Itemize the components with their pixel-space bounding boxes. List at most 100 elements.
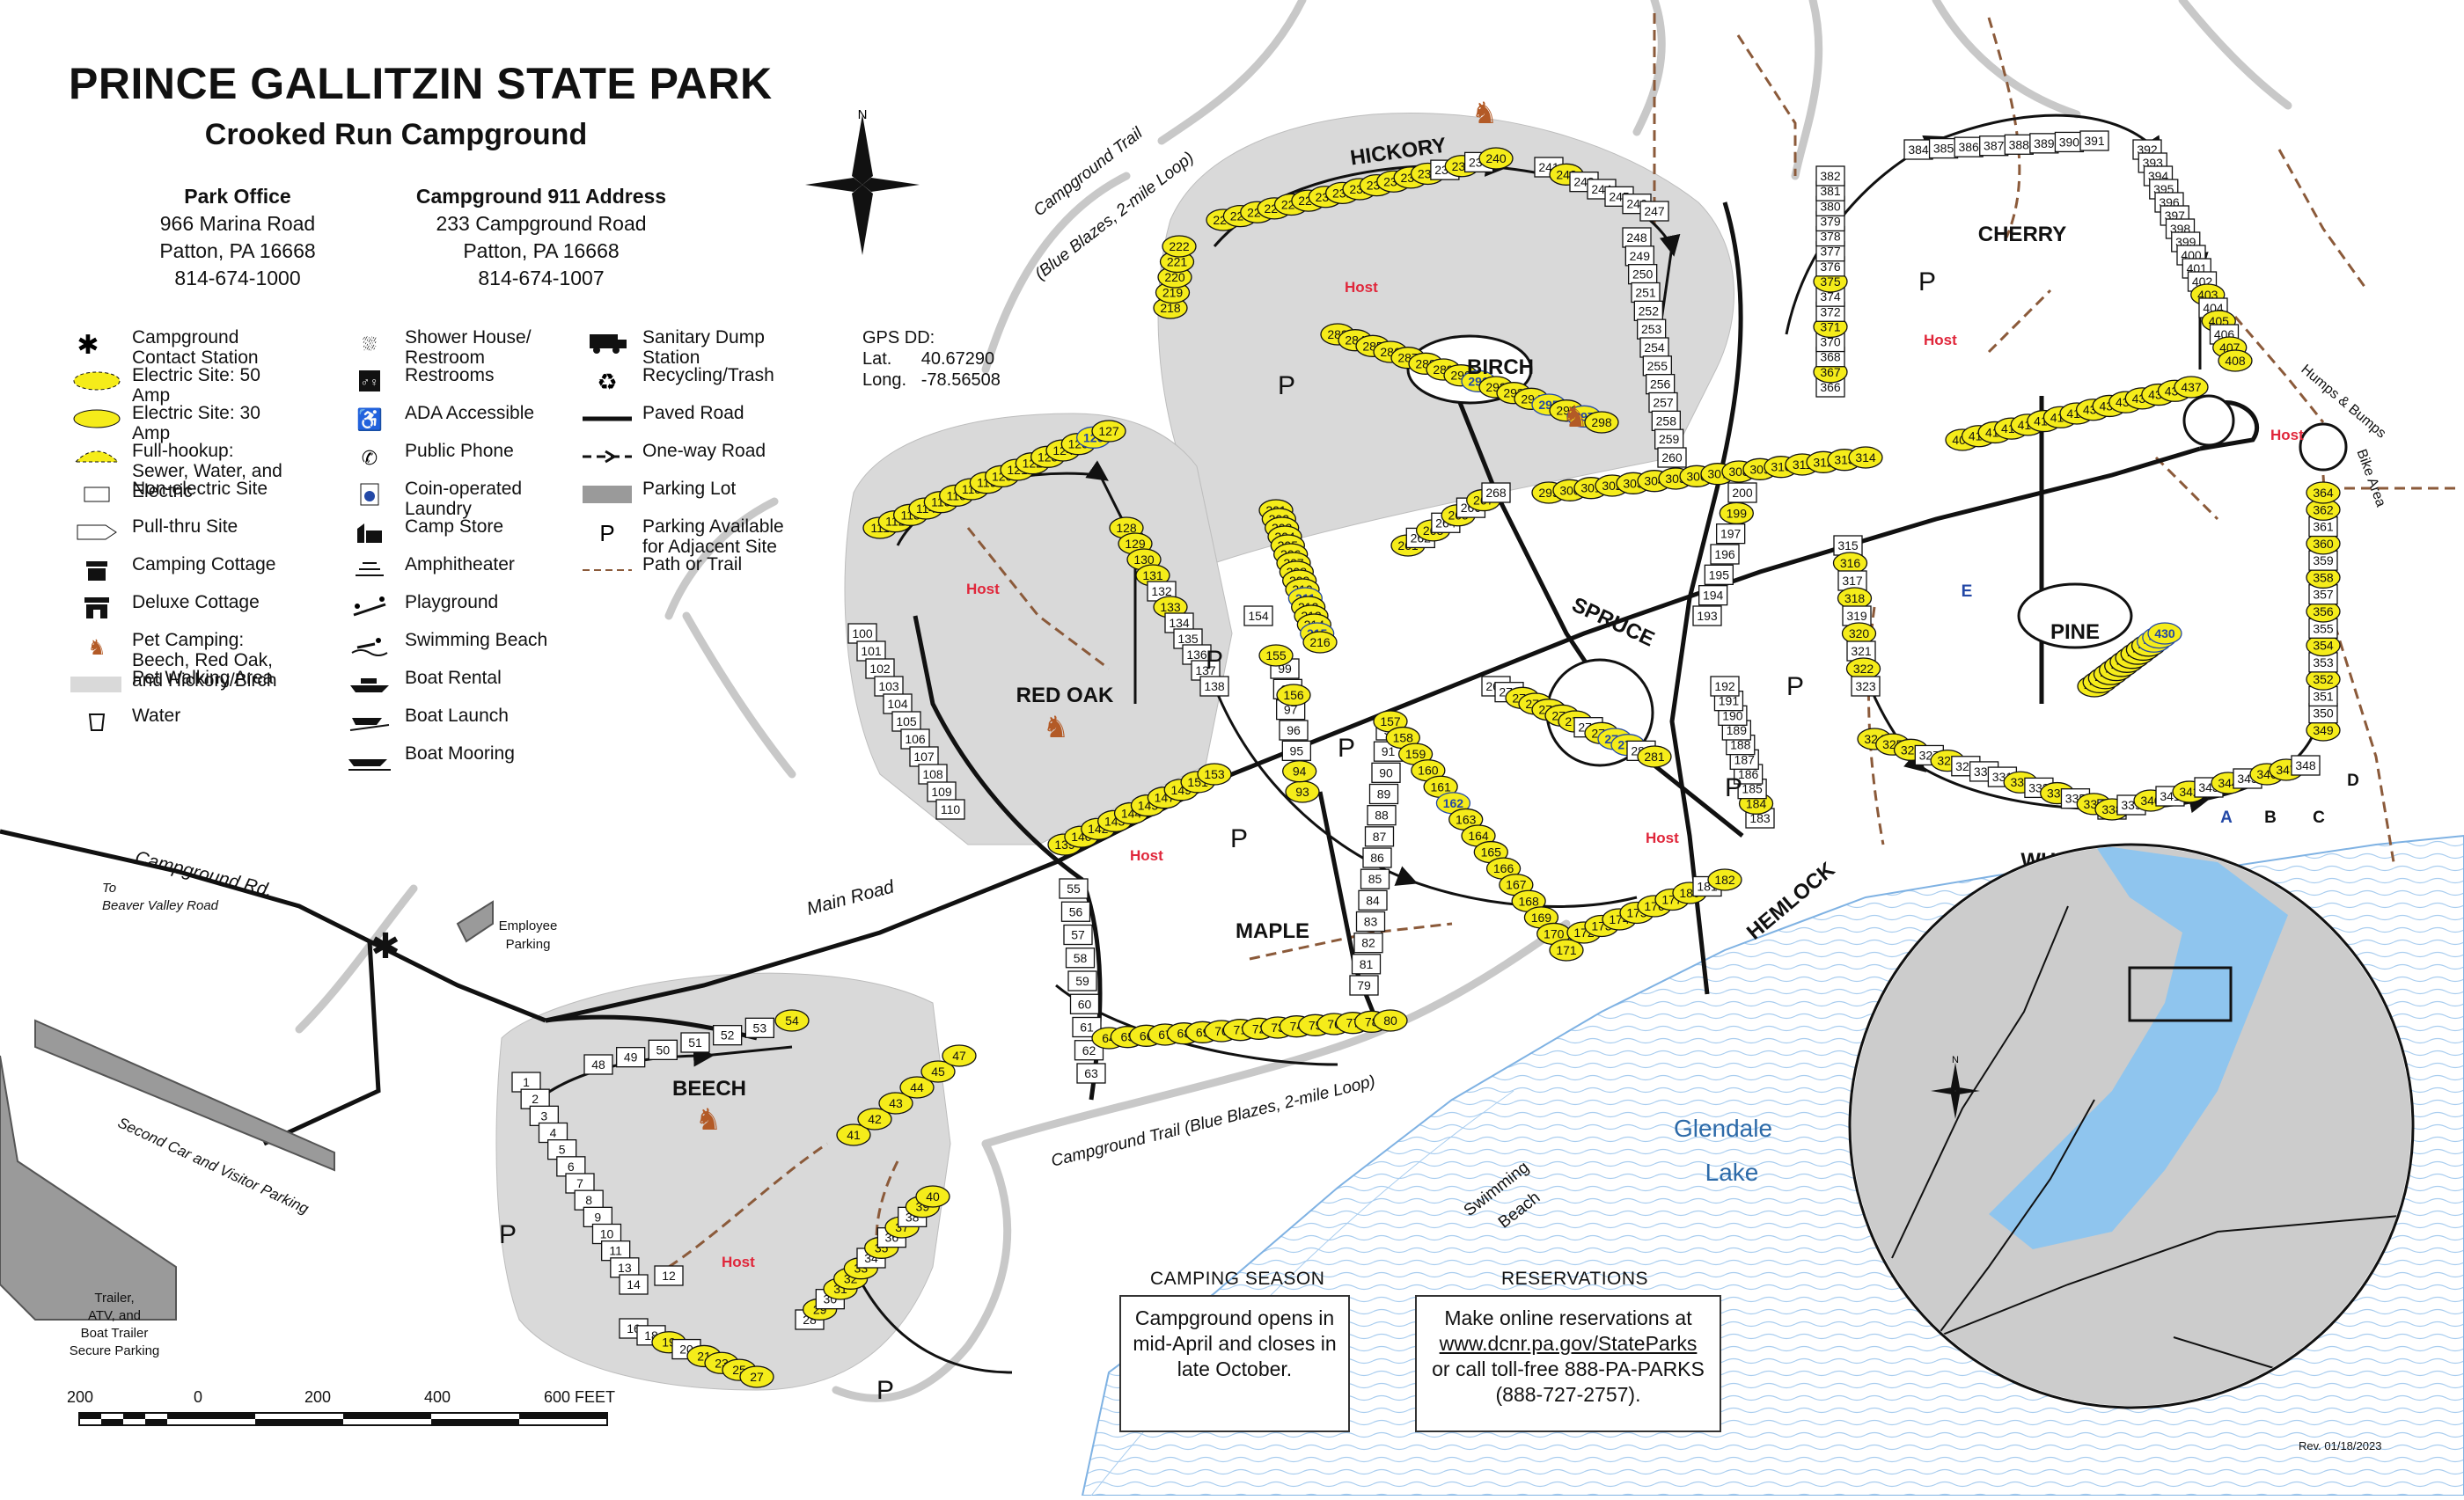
campsite-162[interactable]: 162 [1435,792,1471,815]
campsite-107[interactable]: 107 [909,746,939,767]
campsite-47[interactable]: 47 [942,1044,977,1067]
campsite-137[interactable]: 137 [1191,660,1221,681]
campsite-222[interactable]: 222 [1162,235,1197,258]
campsite-252[interactable]: 252 [1633,300,1663,321]
campsite-355[interactable]: 355 [2308,618,2338,639]
campsite-58[interactable]: 58 [1065,948,1096,969]
campsite-13[interactable]: 13 [610,1257,640,1278]
campsite-386[interactable]: 386 [1954,136,1984,157]
campsite-247[interactable]: 247 [1639,201,1669,222]
campsite-388[interactable]: 388 [2004,134,2034,155]
campsite-53[interactable]: 53 [744,1017,774,1038]
campsite-109[interactable]: 109 [927,781,957,802]
campsite-106[interactable]: 106 [900,728,930,750]
campsite-169[interactable]: 169 [1523,906,1559,929]
campsite-102[interactable]: 102 [865,658,895,679]
campsite-110[interactable]: 110 [935,799,965,820]
campsite-84[interactable]: 84 [1358,889,1388,911]
campsite-370[interactable]: 370 [1815,331,1845,353]
campsite-216[interactable]: 216 [1302,631,1338,654]
campsite-49[interactable]: 49 [616,1047,646,1068]
campsite-60[interactable]: 60 [1069,993,1100,1014]
campsite-349[interactable]: 349 [2306,719,2341,742]
campsite-382[interactable]: 382 [1815,165,1845,187]
campsite-199[interactable]: 199 [1719,501,1754,524]
campsite-195[interactable]: 195 [1704,564,1734,585]
campsite-51[interactable]: 51 [680,1032,710,1053]
campsite-281[interactable]: 281 [1637,745,1672,768]
campsite-80[interactable]: 80 [1373,1009,1408,1032]
campsite-171[interactable]: 171 [1549,939,1584,962]
campsite-254[interactable]: 254 [1639,337,1669,358]
campsite-96[interactable]: 96 [1279,720,1309,741]
campsite-108[interactable]: 108 [918,764,948,785]
campsite-40[interactable]: 40 [915,1185,950,1208]
campsite-348[interactable]: 348 [2291,755,2321,776]
campsite-105[interactable]: 105 [891,711,921,732]
campsite-360[interactable]: 360 [2306,532,2341,555]
campsite-385[interactable]: 385 [1928,137,1959,159]
campsite-196[interactable]: 196 [1710,544,1740,565]
campsite-127[interactable]: 127 [1091,420,1126,443]
campsite-103[interactable]: 103 [874,676,904,697]
campsite-257[interactable]: 257 [1648,391,1678,413]
campsite-362[interactable]: 362 [2306,498,2341,521]
campsite-240[interactable]: 240 [1478,147,1514,170]
campsite-359[interactable]: 359 [2308,550,2338,571]
campsite-81[interactable]: 81 [1351,954,1382,975]
campsite-320[interactable]: 320 [1841,622,1877,645]
campsite-27[interactable]: 27 [739,1365,774,1388]
campsite-56[interactable]: 56 [1060,901,1091,922]
campsite-197[interactable]: 197 [1716,523,1746,545]
campsite-390[interactable]: 390 [2054,131,2085,153]
campsite-166[interactable]: 166 [1485,857,1522,880]
campsite-87[interactable]: 87 [1364,826,1395,847]
campsite-356[interactable]: 356 [2306,600,2341,623]
campsite-57[interactable]: 57 [1063,924,1093,946]
campsite-95[interactable]: 95 [1281,740,1311,761]
campsite-316[interactable]: 316 [1832,552,1868,574]
campsite-90[interactable]: 90 [1371,762,1401,783]
campsite-138[interactable]: 138 [1199,676,1229,697]
campsite-101[interactable]: 101 [856,640,886,662]
campsite-158[interactable]: 158 [1385,726,1420,750]
campsite-374[interactable]: 374 [1815,286,1845,307]
campsite-258[interactable]: 258 [1651,410,1681,431]
campsite-387[interactable]: 387 [1979,135,2009,157]
campsite-82[interactable]: 82 [1353,933,1383,954]
campsite-389[interactable]: 389 [2029,133,2059,154]
campsite-268[interactable]: 268 [1481,482,1511,503]
campsite-104[interactable]: 104 [883,693,913,714]
campsite-44[interactable]: 44 [899,1076,935,1099]
campsite-391[interactable]: 391 [2079,130,2109,151]
campsite-168[interactable]: 168 [1511,889,1546,912]
campsite-45[interactable]: 45 [920,1060,956,1083]
campsite-351[interactable]: 351 [2308,685,2338,707]
campsite-200[interactable]: 200 [1727,482,1757,503]
campsite-194[interactable]: 194 [1698,585,1728,606]
campsite-350[interactable]: 350 [2308,703,2338,724]
campsite-167[interactable]: 167 [1499,874,1534,896]
campsite-255[interactable]: 255 [1642,355,1672,377]
campsite-192[interactable]: 192 [1710,676,1740,697]
campsite-63[interactable]: 63 [1076,1063,1106,1084]
campsite-12[interactable]: 12 [654,1265,684,1286]
campsite-170[interactable]: 170 [1536,922,1572,946]
campsite-437[interactable]: 437 [2174,376,2209,399]
campsite-54[interactable]: 54 [774,1009,810,1032]
campsite-260[interactable]: 260 [1657,447,1687,468]
campsite-193[interactable]: 193 [1692,605,1722,626]
campsite-364[interactable]: 364 [2306,481,2341,504]
campsite-164[interactable]: 164 [1461,824,1496,847]
campsite-14[interactable]: 14 [619,1274,649,1295]
campsite-94[interactable]: 94 [1282,760,1317,783]
campsite-50[interactable]: 50 [648,1039,678,1060]
campsite-100[interactable]: 100 [847,623,877,644]
campsite-155[interactable]: 155 [1258,644,1294,667]
campsite-357[interactable]: 357 [2308,584,2338,605]
campsite-83[interactable]: 83 [1355,911,1386,933]
campsite-86[interactable]: 86 [1362,847,1392,868]
campsite-408[interactable]: 408 [2218,349,2253,372]
campsite-306[interactable]: 306 [1679,465,1714,487]
campsite-41[interactable]: 41 [836,1123,871,1146]
